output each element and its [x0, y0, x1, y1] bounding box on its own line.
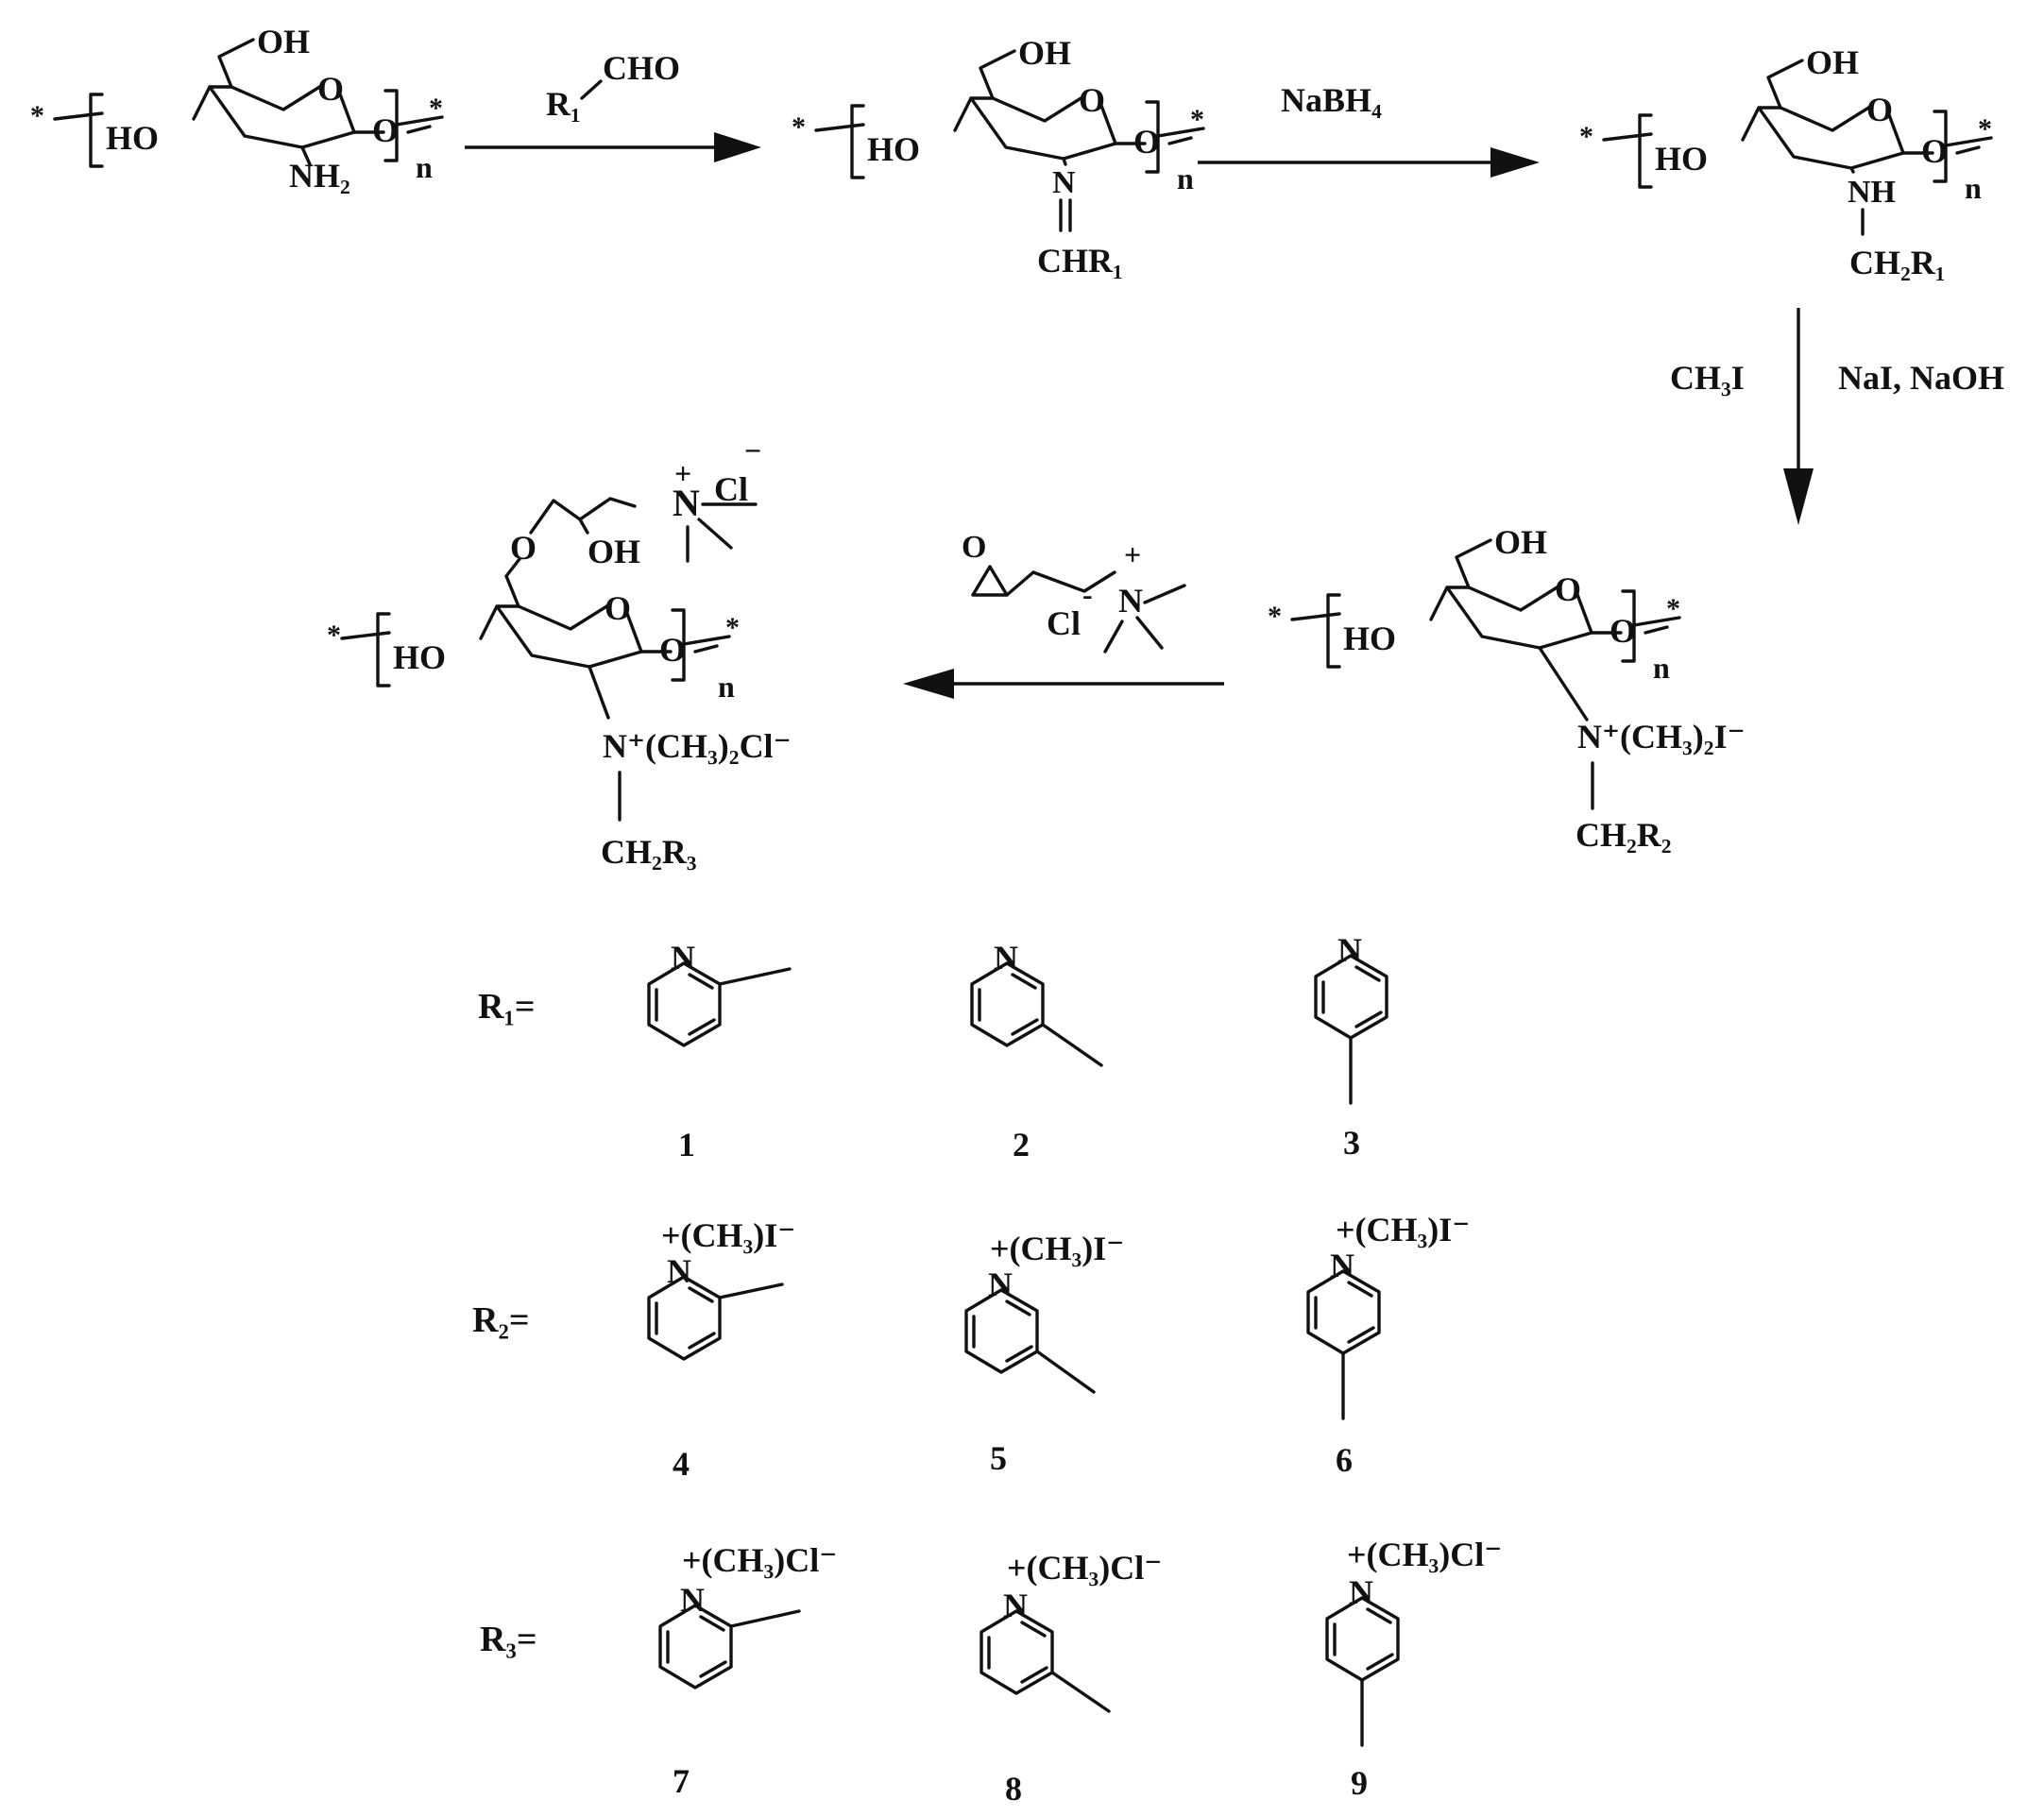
r3-charge-label: +(CH₃)Cl⁻	[682, 1541, 837, 1579]
epoxide-reagent: O N + Cl -	[962, 530, 1186, 654]
compound-number-4: 4	[673, 1445, 690, 1483]
r3-charge-label: +(CH₃)Cl⁻	[1347, 1536, 1502, 1573]
pyridine-n-label: N	[680, 1581, 705, 1619]
r3-pyridinium-3-yl: N +(CH₃)Cl⁻	[979, 1549, 1162, 1713]
r1-pyridin-4-yl: N	[1314, 931, 1388, 1105]
epoxide-minus-label: -	[1082, 577, 1093, 611]
n-alkyl-chitosan-unit: NH CH₂R₁	[1577, 42, 1994, 281]
amine-label: NH₂	[289, 157, 350, 195]
compound-number-1: 1	[678, 1126, 695, 1163]
pyridine-n-label: N	[1003, 1587, 1028, 1624]
ch3i-reagent: CH₃I	[1670, 359, 1745, 397]
epoxide-n-label: N	[1118, 582, 1143, 620]
r1-row-label: R₁=	[478, 987, 536, 1027]
pyridine-n-label: N	[1349, 1573, 1373, 1611]
quat-chloride-label: N⁺(CH₃)₂Cl⁻	[603, 727, 792, 765]
nabh4-reagent: NaBH₄	[1281, 81, 1382, 119]
r2-charge-label: +(CH₃)I⁻	[661, 1216, 795, 1254]
pyridine-n-label: N	[1330, 1247, 1354, 1284]
r3-row-label: R₃=	[480, 1620, 537, 1659]
pyridine-n-label: N	[988, 1265, 1013, 1303]
reaction-arrow-4	[903, 669, 1224, 699]
glycosidic-oxygen-label: O	[659, 631, 686, 669]
side-chain-cl-label: Cl	[714, 470, 748, 508]
quat-iodide-label: N⁺(CH₃)₂I⁻	[1577, 718, 1746, 756]
aldehyde-r-label: R₁	[546, 85, 581, 123]
pyridine-n-label: N	[667, 1252, 691, 1290]
chr1-label: CHR₁	[1037, 242, 1123, 280]
ch2r2-label: CH₂R₂	[1576, 816, 1672, 854]
nai-naoh-reagent: NaI, NaOH	[1838, 359, 2004, 397]
compound-number-7: 7	[673, 1762, 690, 1800]
chitosan-unit: NH₂	[28, 21, 445, 195]
reaction-arrow-3	[1783, 308, 1814, 525]
aldehyde-reagent: R₁ CHO	[546, 49, 680, 123]
compound-number-8: 8	[1005, 1770, 1022, 1808]
r3-charge-label: +(CH₃)Cl⁻	[1007, 1549, 1162, 1587]
ch2r3-label: CH₂R₃	[601, 833, 697, 871]
r2-row-label: R₂=	[472, 1300, 530, 1340]
ring-oxygen-label: O	[605, 589, 631, 627]
r2-pyridinium-4-yl: N +(CH₃)I⁻	[1306, 1211, 1470, 1420]
side-chain-oh-label: OH	[588, 533, 640, 570]
compound-number-5: 5	[990, 1439, 1007, 1477]
epoxide-plus-label: +	[1124, 537, 1141, 571]
reaction-arrow-2	[1198, 147, 1540, 178]
quaternized-iodide-unit: N⁺(CH₃)₂I⁻ CH₂R₂	[1266, 521, 1746, 854]
r1-pyridin-3-yl: N	[970, 939, 1103, 1067]
aldehyde-cho-label: CHO	[603, 49, 680, 87]
side-chain-n-label: N	[673, 482, 700, 524]
r3-pyridinium-2-yl: N +(CH₃)Cl⁻	[658, 1541, 837, 1690]
r2-pyridinium-2-yl: N +(CH₃)I⁻	[647, 1216, 795, 1361]
pyridine-n-label: N	[994, 939, 1018, 976]
ch2r1-label: CH₂R₁	[1849, 244, 1946, 281]
nh-label: NH	[1848, 175, 1896, 210]
final-product-unit: O HO O * * n O OH N + Cl − N⁺(CH₃)₂Cl⁻ C…	[327, 433, 792, 871]
chain-end-star: *	[725, 612, 740, 643]
reaction-arrow-1	[465, 132, 761, 162]
side-chain-plus-label: +	[674, 456, 691, 490]
r2-pyridinium-3-yl: N +(CH₃)I⁻	[964, 1230, 1124, 1394]
imine-n-label: N	[1052, 165, 1076, 200]
r3-pyridinium-4-yl: N +(CH₃)Cl⁻	[1325, 1536, 1502, 1747]
compound-number-3: 3	[1343, 1124, 1360, 1162]
compound-number-9: 9	[1351, 1764, 1368, 1802]
pyridine-n-label: N	[671, 939, 695, 976]
ho-label: HO	[393, 638, 446, 676]
epoxide-cl-label: Cl	[1047, 604, 1081, 642]
repeat-index-n: n	[718, 670, 735, 704]
schiff-base-unit: N CHR₁	[790, 32, 1206, 280]
chain-end-star: *	[327, 620, 341, 651]
side-chain-o-label: O	[510, 529, 537, 567]
epoxide-o-label: O	[962, 530, 986, 565]
side-chain-minus-label: −	[744, 433, 761, 467]
r2-charge-label: +(CH₃)I⁻	[990, 1230, 1124, 1267]
pyridine-n-label: N	[1337, 931, 1362, 969]
r1-pyridin-2-yl: N	[647, 939, 792, 1047]
r2-charge-label: +(CH₃)I⁻	[1336, 1211, 1470, 1248]
compound-number-6: 6	[1336, 1441, 1353, 1479]
compound-number-2: 2	[1013, 1126, 1030, 1163]
